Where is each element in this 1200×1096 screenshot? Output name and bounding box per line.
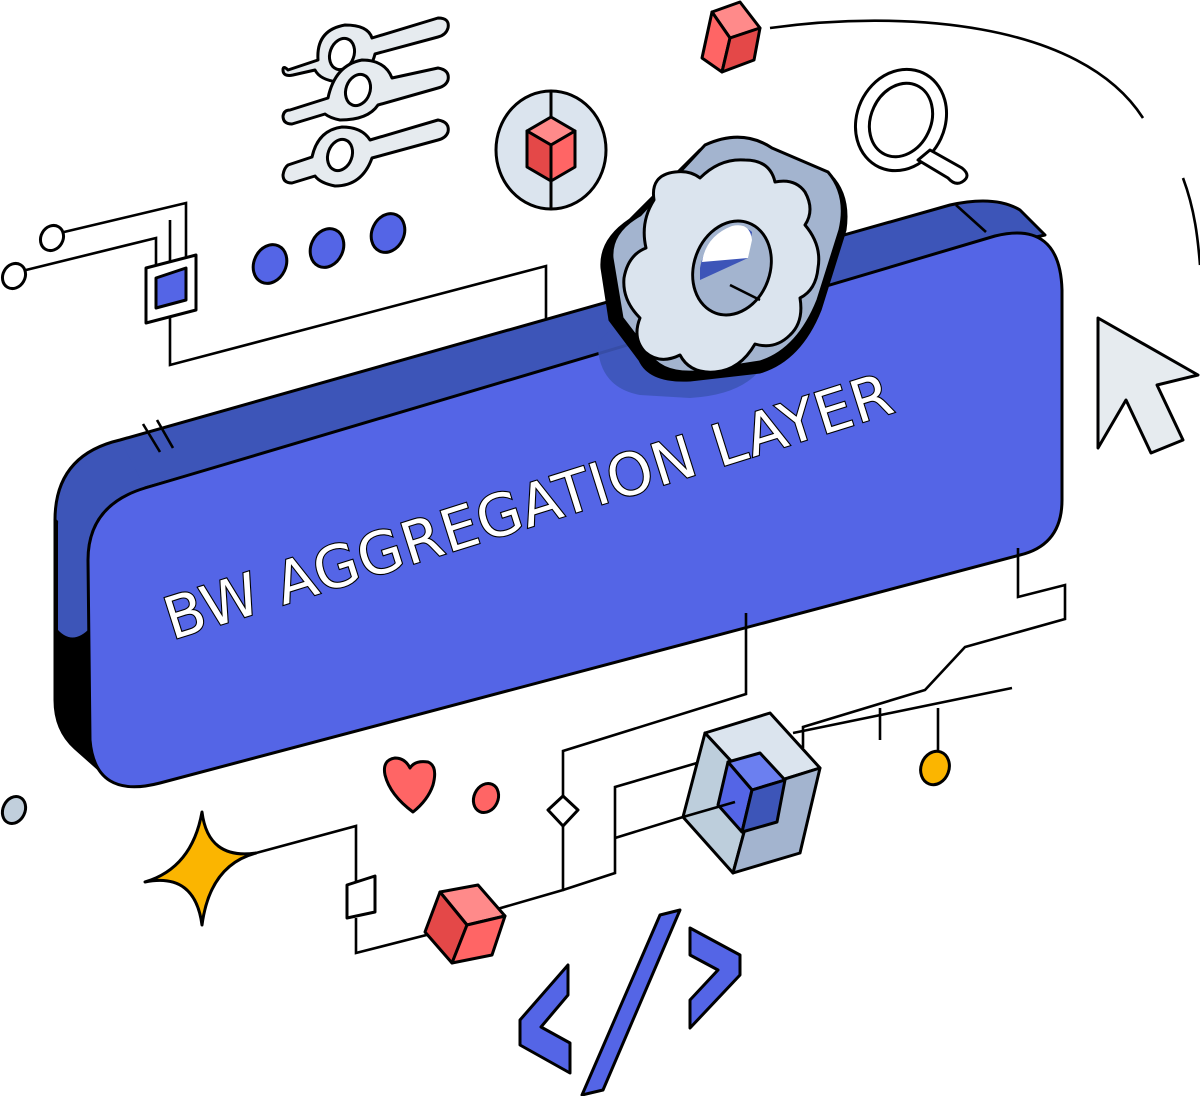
gear-icon bbox=[598, 135, 848, 398]
orbit-arc bbox=[769, 19, 1200, 266]
sparkle-icon bbox=[143, 810, 358, 927]
red-cube-top-clean bbox=[690, 0, 762, 90]
circuit-lines-right bbox=[424, 548, 1067, 932]
cube-in-circle-icon bbox=[494, 89, 608, 211]
diamond-node bbox=[546, 794, 580, 828]
pin-node-icon bbox=[919, 708, 951, 787]
nested-cube-icon bbox=[681, 711, 822, 875]
grey-dot bbox=[0, 794, 28, 826]
heart-icon bbox=[383, 756, 437, 814]
code-brackets-icon bbox=[518, 908, 742, 1096]
magnifier-icon bbox=[853, 67, 969, 185]
cursor-arrow-icon bbox=[1096, 316, 1200, 455]
circuit-square-node bbox=[345, 874, 447, 955]
circuit-chip-icon bbox=[0, 201, 548, 367]
slider-controls-icon bbox=[281, 16, 450, 188]
red-dot bbox=[471, 781, 501, 815]
red-cube-bottom-icon bbox=[423, 883, 507, 965]
three-dots-icon bbox=[251, 212, 407, 285]
